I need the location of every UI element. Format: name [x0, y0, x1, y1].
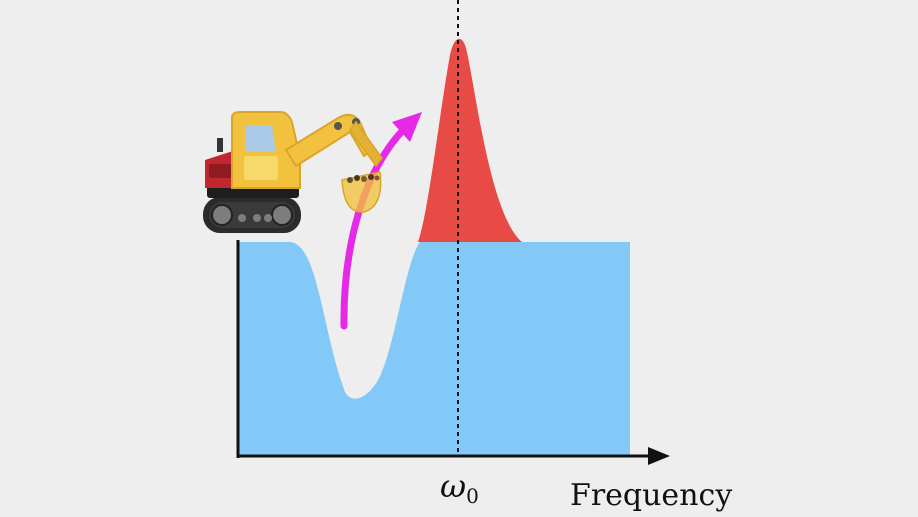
baseline-region	[238, 242, 630, 457]
omega-subscript: 0	[466, 484, 479, 508]
curved-arrow-icon	[340, 112, 422, 330]
omega0-tick-label: ω0	[440, 467, 479, 508]
x-axis-label: Frequency	[570, 478, 732, 513]
peak-region	[418, 38, 522, 243]
omega-symbol: ω	[440, 467, 466, 505]
excavator-icon	[203, 111, 383, 233]
x-axis-arrowhead	[648, 447, 670, 465]
